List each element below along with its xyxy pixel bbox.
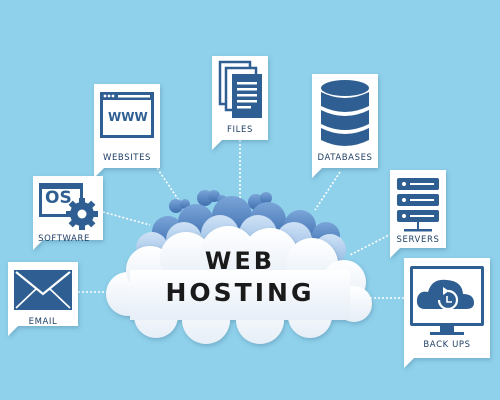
cloud-backup-monitor-icon (410, 266, 484, 335)
connector-software (102, 211, 151, 226)
label-backups: BACK UPS (423, 340, 471, 350)
os-gear-icon (39, 183, 98, 230)
browser-window-icon (100, 92, 154, 138)
label-databases: DATABASES (317, 153, 373, 163)
connector-servers (349, 231, 396, 256)
documents-icon (218, 60, 262, 118)
title-line-hosting: HOSTING (165, 278, 315, 307)
label-files: FILES (227, 125, 253, 135)
database-icon (321, 80, 369, 146)
label-software: SOFTWARE (38, 234, 90, 244)
label-email: EMAIL (28, 317, 58, 327)
server-rack-icon (397, 178, 439, 232)
central-cloud (106, 190, 372, 344)
label-websites: WEBSITES (102, 153, 152, 163)
label-servers: SERVERS (396, 235, 440, 245)
os-icon-text: OS (45, 188, 72, 208)
title-line-web: WEB (204, 247, 276, 275)
connector-databases (314, 171, 341, 211)
connector-websites (154, 164, 183, 206)
www-icon-text: WWW (108, 110, 148, 124)
envelope-icon (14, 270, 72, 310)
connectors (78, 140, 410, 299)
